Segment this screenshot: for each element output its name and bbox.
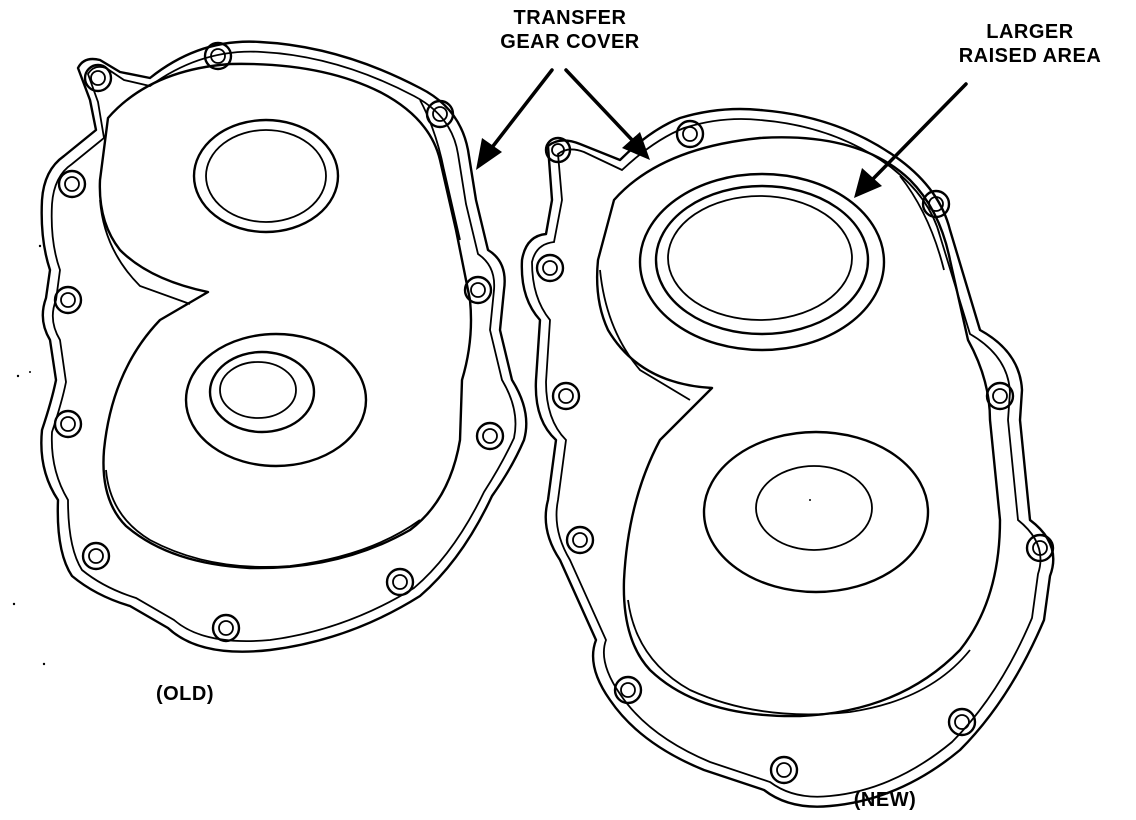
bolt-hole bbox=[463, 275, 493, 305]
bolt-hole bbox=[613, 675, 643, 705]
larger-label-line1: LARGER bbox=[986, 21, 1074, 43]
old-cover-top-boss-outer bbox=[192, 118, 340, 234]
new-cover-top-boss-outer bbox=[638, 172, 886, 352]
transfer-label-line2: GEAR COVER bbox=[500, 31, 640, 53]
new-cover bbox=[520, 107, 1055, 808]
bolt-hole bbox=[921, 189, 951, 219]
new-cover-label: (NEW) bbox=[853, 789, 917, 811]
old-cover-raised-body bbox=[98, 62, 473, 570]
old-cover-top-boss-inner bbox=[205, 129, 327, 223]
bolt-hole bbox=[565, 525, 595, 555]
bolt-hole bbox=[985, 381, 1015, 411]
bolt-hole bbox=[211, 613, 241, 643]
old-cover-raised-step bbox=[99, 99, 461, 568]
bolt-hole bbox=[81, 541, 111, 571]
bolt-hole bbox=[551, 381, 581, 411]
arrow-transfer-to-new bbox=[564, 68, 650, 160]
bolt-hole bbox=[53, 409, 83, 439]
transfer-gear-cover-label: TRANSFER GEAR COVER bbox=[470, 6, 670, 54]
old-cover-flange-outer bbox=[40, 40, 528, 653]
new-cover-raised-body bbox=[595, 136, 1002, 718]
bolt-hole bbox=[425, 99, 455, 129]
bolt-hole bbox=[769, 755, 799, 785]
bolt-hole bbox=[385, 567, 415, 597]
bolt-hole bbox=[83, 63, 113, 93]
new-cover-flange-inner bbox=[531, 118, 1042, 798]
bolt-hole bbox=[1025, 533, 1055, 563]
arrow-larger-raised-area bbox=[854, 82, 968, 198]
bolt-hole bbox=[675, 119, 705, 149]
new-cover-top-boss-mid bbox=[654, 184, 870, 336]
new-cover-top-boss-inner bbox=[667, 195, 853, 321]
bolt-hole bbox=[544, 136, 572, 164]
new-cover-raised-step bbox=[599, 175, 971, 716]
scan-specks bbox=[12, 244, 811, 666]
new-cover-bolt-holes bbox=[535, 119, 1055, 785]
new-cover-flange-outer bbox=[520, 107, 1055, 808]
bolt-hole bbox=[57, 169, 87, 199]
bolt-hole bbox=[535, 253, 565, 283]
bolt-hole bbox=[475, 421, 505, 451]
arrow-transfer-to-old bbox=[476, 68, 554, 170]
larger-raised-area-label: LARGER RAISED AREA bbox=[920, 20, 1136, 68]
new-cover-bottom-boss-outer bbox=[702, 430, 930, 594]
old-cover-bottom-boss-mid bbox=[208, 350, 316, 434]
old-cover-bolt-holes bbox=[53, 41, 505, 643]
old-cover-bottom-boss-outer bbox=[184, 332, 368, 468]
bolt-hole bbox=[53, 285, 83, 315]
new-cover-bottom-boss-inner bbox=[755, 465, 873, 551]
bolt-hole bbox=[203, 41, 233, 71]
larger-label-line2: RAISED AREA bbox=[958, 45, 1102, 67]
transfer-label-line1: TRANSFER bbox=[513, 7, 627, 29]
old-cover-bottom-boss-inner bbox=[219, 361, 297, 419]
old-cover bbox=[40, 40, 528, 653]
bolt-hole bbox=[947, 707, 977, 737]
old-cover-label: (OLD) bbox=[155, 683, 215, 705]
old-cover-flange-inner bbox=[50, 50, 517, 643]
